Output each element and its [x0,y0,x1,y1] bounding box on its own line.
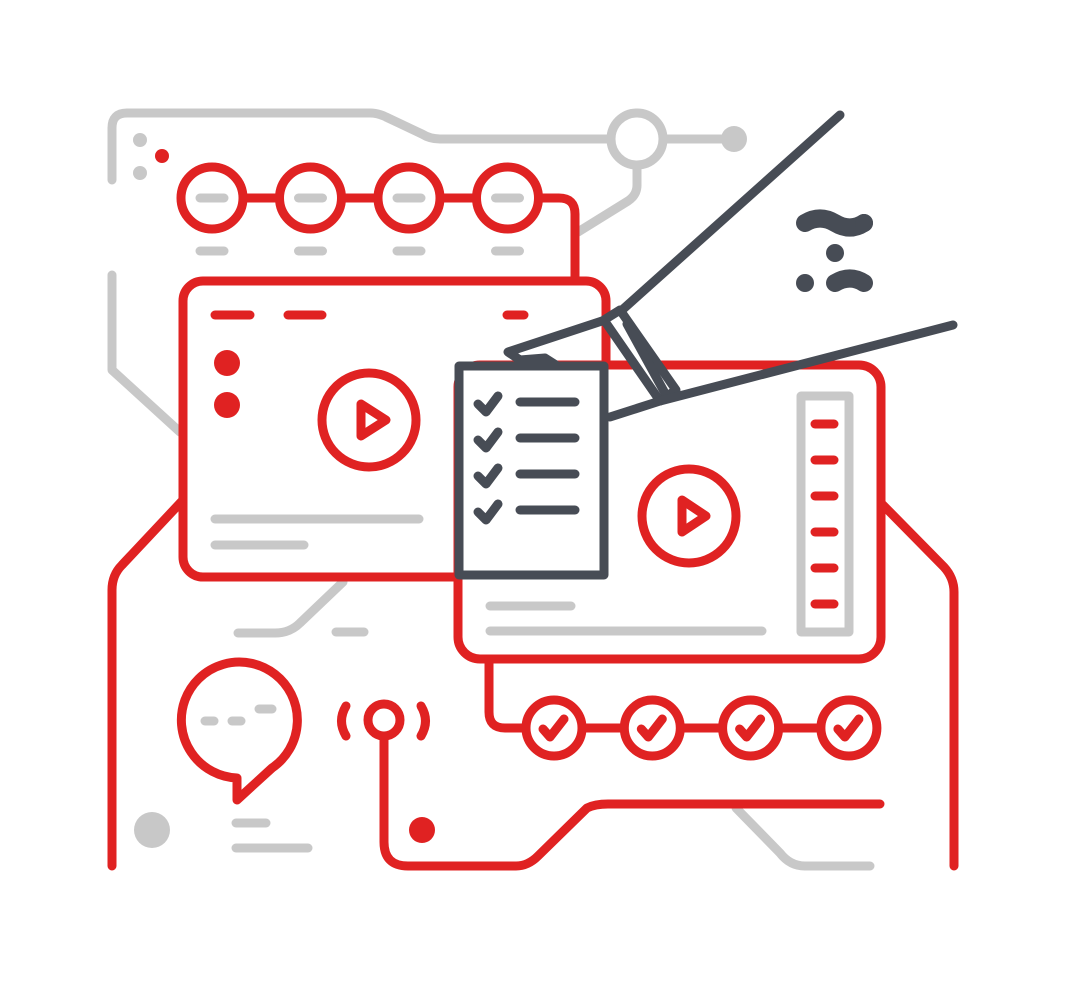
broadcast-signal-icon [337,699,430,741]
circuit-node-icon [472,162,543,256]
window-indicator-dot [214,392,240,418]
circuit-node-icon [176,162,248,256]
checkmark-icon [473,463,503,489]
circuit-node-icon [275,162,346,256]
circuit-node-icon [606,108,668,170]
checklist-item [473,391,580,417]
play-button-icon [637,464,741,568]
checklist-item [473,463,580,489]
check-circle-icon [619,695,685,761]
accent-dot [155,149,169,163]
chat-bubble-icon [176,657,302,805]
hand-icon [503,110,958,422]
checklist-clipboard-icon [454,361,609,580]
circuit-line-icon [107,108,615,185]
checklist-item [473,427,580,453]
check-nodes-row [521,695,882,761]
circuit-line-icon [536,193,580,284]
checkmark-icon [473,427,503,453]
check-circle-icon [521,695,587,761]
checkmark-icon [473,391,503,417]
top-nodes-row [176,162,543,256]
checkmark-icon [473,499,503,525]
check-circle-icon [816,695,882,761]
check-circle-icon [718,695,784,761]
background-circuit-lines [107,108,875,871]
outer-circuit-frame [107,495,959,871]
background-dots [133,126,747,848]
dot-cluster-icon [796,209,873,292]
accent-dot [409,817,435,843]
window-indicator-dot [214,350,240,376]
play-button-icon [317,368,421,472]
checklist-item [473,499,580,525]
circuit-node-icon [373,162,445,256]
side-panel [796,391,854,637]
